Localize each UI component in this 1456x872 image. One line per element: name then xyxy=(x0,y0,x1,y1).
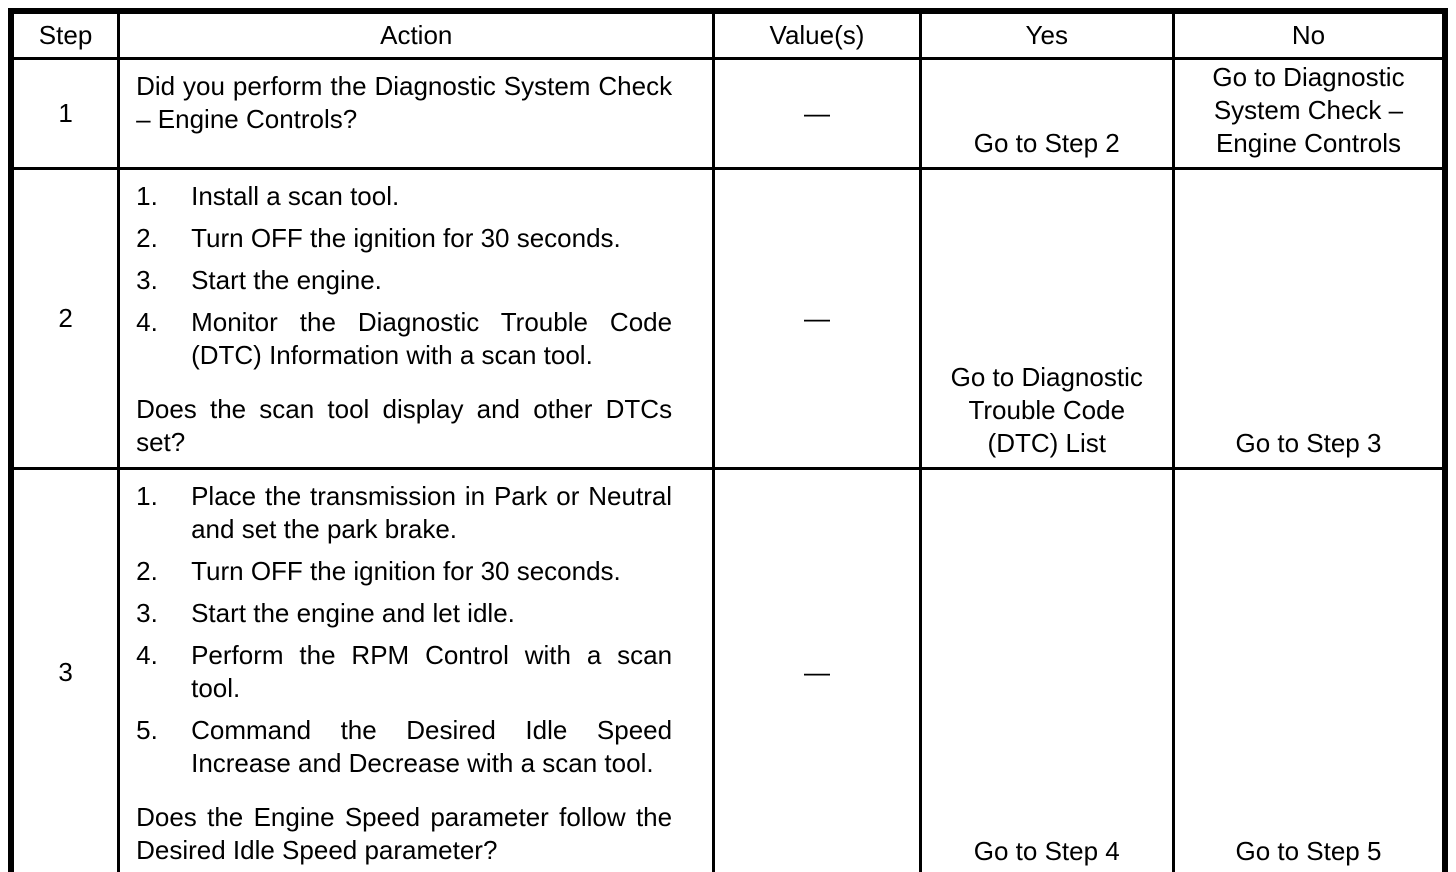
table-row-step-3: 3 Place the transmission in Park or Neut… xyxy=(9,466,1447,872)
action-list-item-text: Place the transmission in Park or Neutra… xyxy=(191,480,673,544)
value-cell: — xyxy=(712,166,922,470)
value-cell: — xyxy=(712,466,922,872)
no-instruction: Go to Step 3 xyxy=(1235,427,1382,458)
column-header-action: Action xyxy=(117,9,716,60)
action-cell: Place the transmission in Park or Neutra… xyxy=(117,466,716,872)
yes-cell: Go to Diagnostic Trouble Code (DTC) List xyxy=(918,166,1175,470)
action-list-item-text: Install a scan tool. xyxy=(191,180,400,211)
action-list-item-text: Perform the RPM Control with a scan tool… xyxy=(191,639,673,703)
action-cell: Did you perform the Diagnostic System Ch… xyxy=(117,56,716,170)
header-row: Step Action Value(s) Yes No xyxy=(9,9,1447,60)
yes-instruction: Go to Diagnostic Trouble Code (DTC) List xyxy=(950,361,1143,458)
action-question: Does the scan tool display and other DTC… xyxy=(136,393,673,457)
no-instruction: Go to Step 5 xyxy=(1235,835,1382,866)
no-instruction: Go to Diagnostic System Check – Engine C… xyxy=(1212,61,1405,158)
table-row-step-1: 1 Did you perform the Diagnostic System … xyxy=(9,56,1447,170)
action-cell: Install a scan tool. Turn OFF the igniti… xyxy=(117,166,716,470)
action-question: Does the Engine Speed parameter follow t… xyxy=(136,801,673,865)
action-list-item-text: Command the Desired Idle Speed Increase … xyxy=(191,714,673,778)
column-header-yes: Yes xyxy=(918,9,1175,60)
table-row-step-2: 2 Install a scan tool. Turn OFF the igni… xyxy=(9,166,1447,470)
no-cell: Go to Diagnostic System Check – Engine C… xyxy=(1171,56,1447,170)
action-list-item: Command the Desired Idle Speed Increase … xyxy=(136,714,712,780)
action-list-item-text: Turn OFF the ignition for 30 seconds. xyxy=(191,555,621,586)
yes-cell: Go to Step 2 xyxy=(918,56,1175,170)
value-cell: — xyxy=(712,56,922,170)
action-list-item-text: Turn OFF the ignition for 30 seconds. xyxy=(191,222,621,253)
action-list-item: Perform the RPM Control with a scan tool… xyxy=(136,639,712,705)
action-list-item-text: Start the engine. xyxy=(191,264,382,295)
action-list-item: Monitor the Diagnostic Trouble Code (DTC… xyxy=(136,306,712,372)
yes-cell: Go to Step 4 xyxy=(918,466,1175,872)
column-header-step: Step xyxy=(9,9,121,60)
step-number: 1 xyxy=(9,56,121,170)
step-number: 3 xyxy=(9,466,121,872)
action-list-item: Start the engine. xyxy=(136,264,712,297)
action-list-item: Install a scan tool. xyxy=(136,180,712,213)
yes-instruction: Go to Step 4 xyxy=(973,835,1120,866)
action-list-item-text: Start the engine and let idle. xyxy=(191,597,515,628)
action-question: Did you perform the Diagnostic System Ch… xyxy=(136,70,673,134)
action-list-item: Turn OFF the ignition for 30 seconds. xyxy=(136,555,712,588)
yes-instruction: Go to Step 2 xyxy=(973,127,1120,158)
no-cell: Go to Step 5 xyxy=(1171,466,1447,872)
step-number: 2 xyxy=(9,166,121,470)
action-list-item-text: Monitor the Diagnostic Trouble Code (DTC… xyxy=(191,306,673,370)
action-step-list: Install a scan tool. Turn OFF the igniti… xyxy=(136,180,712,372)
action-list-item: Turn OFF the ignition for 30 seconds. xyxy=(136,222,712,255)
column-header-no: No xyxy=(1171,9,1447,60)
action-list-item: Place the transmission in Park or Neutra… xyxy=(136,480,712,546)
diagnostic-steps-table: Step Action Value(s) Yes No 1 Did you pe… xyxy=(8,8,1448,872)
column-header-values: Value(s) xyxy=(712,9,922,60)
action-list-item: Start the engine and let idle. xyxy=(136,597,712,630)
action-step-list: Place the transmission in Park or Neutra… xyxy=(136,480,712,780)
no-cell: Go to Step 3 xyxy=(1171,166,1447,470)
